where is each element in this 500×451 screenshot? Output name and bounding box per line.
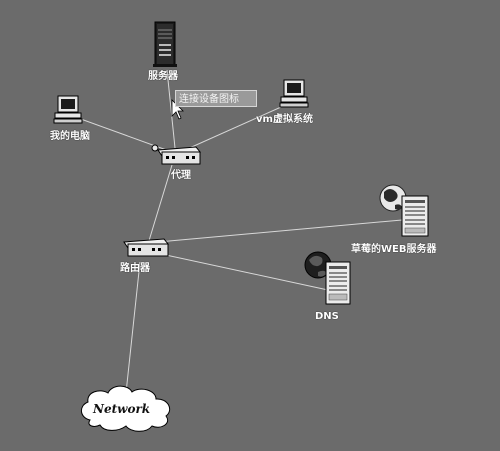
web-server-label: 草莓的WEB服务器 [351, 244, 437, 255]
dns-server-globe-icon[interactable] [304, 251, 351, 305]
tooltip: 连接设备图标 [175, 90, 257, 107]
mouse-cursor-icon [171, 99, 184, 120]
network-label: Network [93, 402, 151, 416]
desktop-computer-icon[interactable] [279, 79, 309, 108]
link-router-dns [151, 251, 329, 291]
desktop-computer-icon[interactable] [53, 95, 83, 124]
vm-label: vm虚拟系统 [256, 114, 313, 125]
router-label: 路由器 [120, 263, 150, 274]
cloud-icon[interactable] [81, 385, 171, 432]
web-server-globe-icon[interactable] [379, 184, 429, 237]
connections [77, 69, 403, 394]
server-label: 服务器 [148, 71, 178, 82]
dns-label: DNS [315, 311, 339, 322]
server-tower-icon[interactable] [153, 21, 177, 67]
link-proxy-router [147, 164, 173, 245]
my-computer-label: 我的电脑 [50, 131, 90, 142]
proxy-label: 代理 [171, 170, 191, 181]
link-router-network [125, 261, 141, 394]
link-router-web [157, 219, 403, 243]
network-device-icon[interactable] [123, 238, 169, 257]
link-server-proxy [166, 69, 176, 149]
network-device-icon[interactable] [151, 144, 201, 165]
link-vm-proxy [184, 102, 291, 151]
